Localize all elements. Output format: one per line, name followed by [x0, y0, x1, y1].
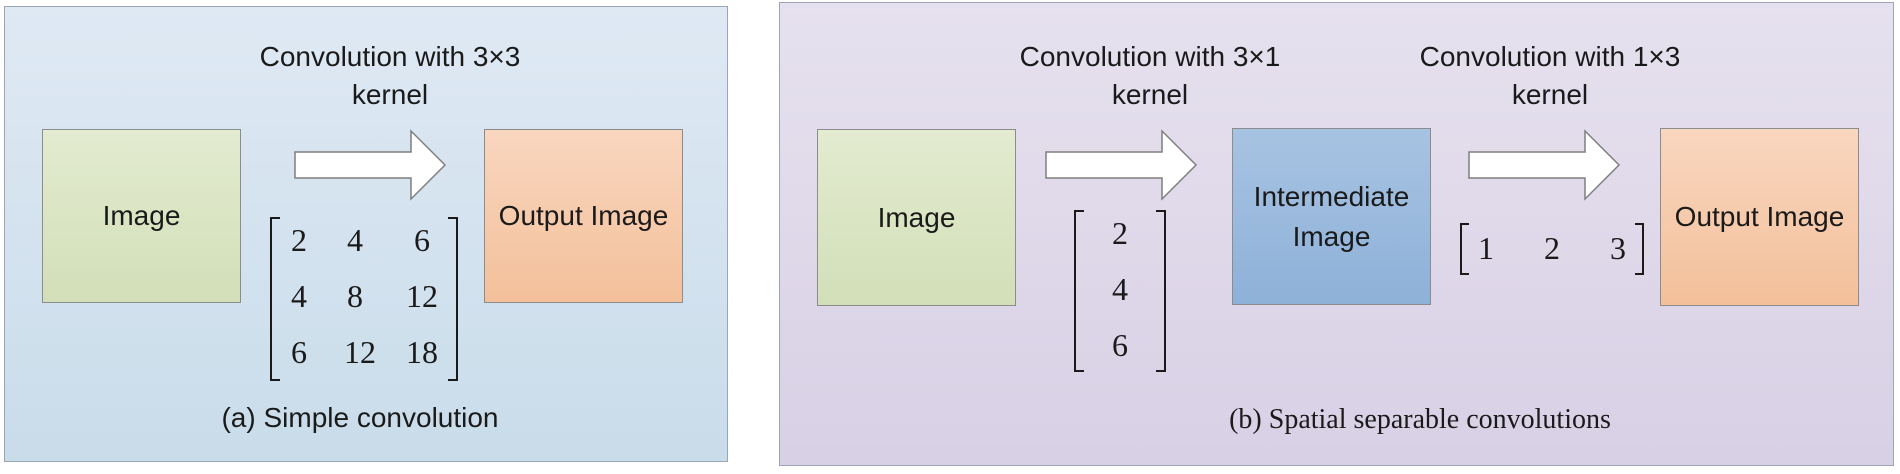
matrix-cell: 4	[1112, 271, 1128, 307]
matrix-cell: 12	[344, 334, 376, 370]
intermediate-image-box: Intermediate Image	[1232, 128, 1431, 305]
matrix-cell: 6	[414, 222, 430, 258]
matrix-cell: 4	[291, 278, 307, 314]
matrix-cell: 3	[1610, 230, 1626, 266]
conv-3x1-label: Convolution with 3×1 kernel	[960, 38, 1340, 114]
arrow-right-icon	[1045, 129, 1198, 201]
image-box: Image	[42, 129, 241, 303]
output-image-box-label: Output Image	[498, 200, 669, 232]
matrix-cell: 6	[291, 334, 307, 370]
image-box-label: Image	[877, 201, 956, 233]
matrix-cell: 8	[347, 278, 363, 314]
matrix-cell: 6	[1112, 327, 1128, 363]
arrow-right-icon	[294, 129, 447, 201]
conv-3x3-label-line2: kernel	[351, 79, 429, 110]
output-image-box-label: Output Image	[1674, 201, 1845, 233]
image-box-label: Image	[102, 200, 181, 232]
matrix-cell: 2	[291, 222, 307, 258]
intermediate-box-line2: Image	[1292, 220, 1371, 252]
conv-3x1-label-line2: kernel	[1111, 79, 1189, 110]
caption-simple-convolution: (a) Simple convolution	[221, 402, 499, 433]
conv-1x3-label-line1: Convolution with 1×3	[1419, 41, 1681, 72]
output-image-box: Output Image	[1660, 128, 1859, 306]
matrix-cell: 12	[406, 278, 438, 314]
matrix-brackets	[1460, 223, 1644, 275]
conv-3x1-label-line1: Convolution with 3×1	[1019, 41, 1281, 72]
matrix-cell: 18	[406, 334, 438, 370]
caption-spatial-separable: (b) Spatial separable convolutions	[1229, 404, 1611, 435]
matrix-cell: 1	[1478, 230, 1494, 266]
kernel-3x3-matrix: 2 4 6 4 8 12 6 12 18	[268, 216, 460, 382]
conv-3x3-label: Convolution with 3×3 kernel	[200, 38, 580, 114]
matrix-cell: 2	[1544, 230, 1560, 266]
matrix-cell: 4	[347, 222, 363, 258]
matrix-cell: 2	[1112, 215, 1128, 251]
matrix-brackets	[270, 217, 458, 381]
conv-1x3-label: Convolution with 1×3 kernel	[1360, 38, 1740, 114]
output-image-box: Output Image	[484, 129, 683, 303]
conv-3x3-label-line1: Convolution with 3×3	[259, 41, 521, 72]
conv-1x3-label-line2: kernel	[1511, 79, 1589, 110]
column-kernel-matrix: 2 4 6	[1072, 209, 1168, 373]
row-kernel-matrix: 1 2 3	[1458, 222, 1646, 276]
arrow-right-icon	[1468, 129, 1621, 201]
matrix-brackets	[1074, 210, 1166, 372]
image-box: Image	[817, 129, 1016, 306]
intermediate-box-line1: Intermediate	[1253, 181, 1410, 213]
